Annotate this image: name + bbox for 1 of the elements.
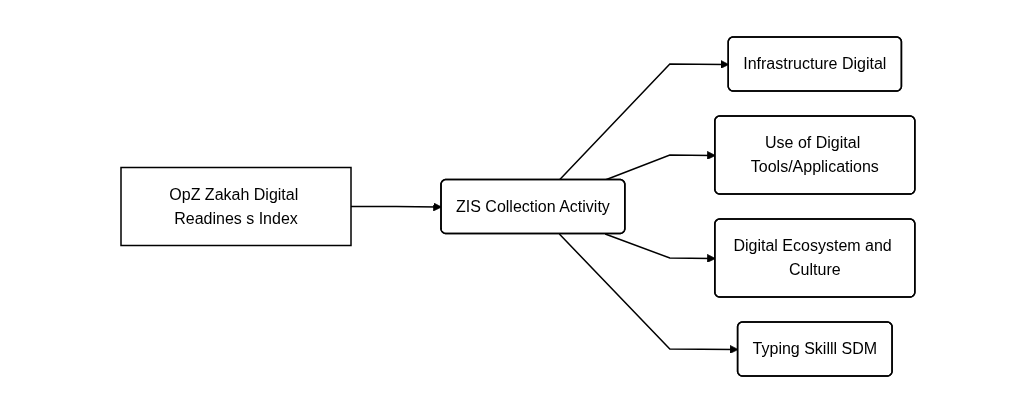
node-box: OpZ Zakah Digital Readines s Index (119, 166, 352, 246)
